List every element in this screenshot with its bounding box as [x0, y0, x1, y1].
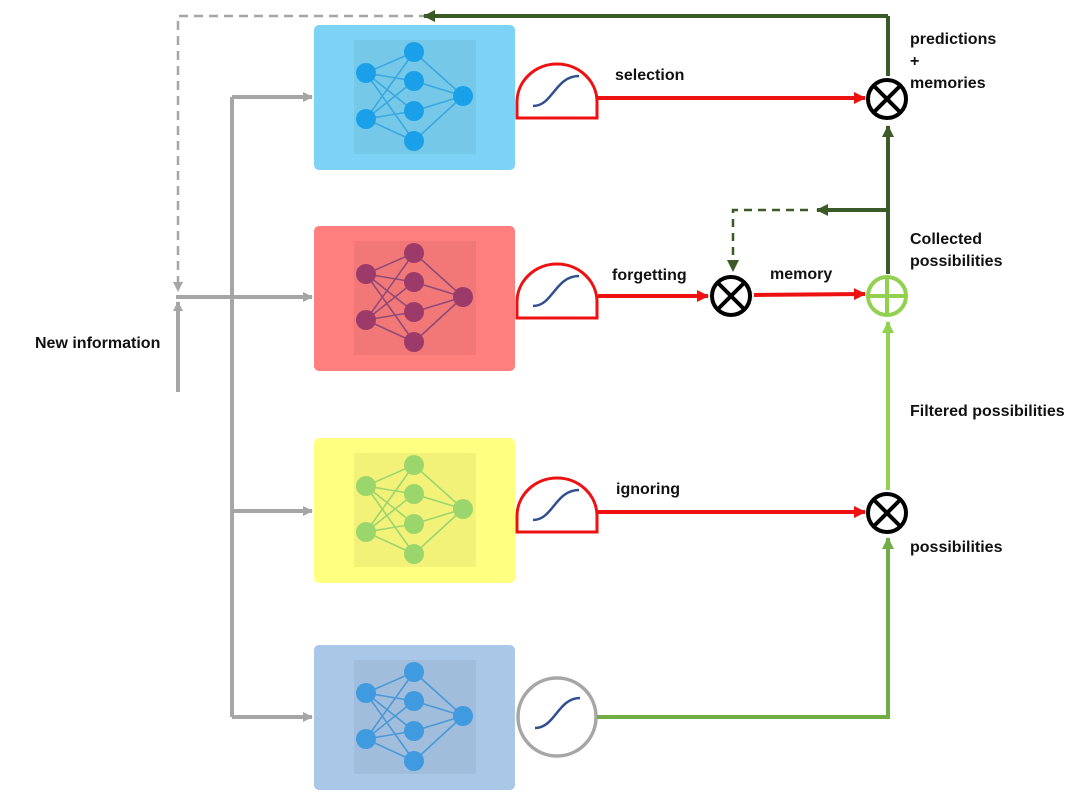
forgetting-label: forgetting	[612, 267, 687, 284]
gate-lines	[598, 92, 866, 518]
network-node	[356, 683, 376, 703]
network-edge	[365, 72, 415, 142]
network-edge	[365, 700, 415, 740]
squash-prediction	[516, 676, 598, 758]
multiply-forgetting	[710, 275, 752, 317]
network-node	[453, 287, 473, 307]
network-edge	[413, 296, 464, 343]
network-node	[453, 86, 473, 106]
network-edge	[365, 464, 415, 533]
forgetting-network	[314, 226, 515, 371]
network-edge	[365, 72, 415, 112]
network-node	[404, 484, 424, 504]
ignoring-label: ignoring	[616, 481, 680, 498]
network-edge	[365, 281, 415, 321]
networks-group	[314, 25, 515, 790]
network-edge	[413, 95, 464, 142]
ignoring-network	[314, 438, 515, 583]
network-node	[404, 721, 424, 741]
network-node	[356, 109, 376, 129]
network-edge	[365, 80, 415, 120]
network-node	[404, 662, 424, 682]
network-node	[404, 272, 424, 292]
network-node	[404, 131, 424, 151]
network-edge	[413, 252, 464, 298]
network-node	[404, 332, 424, 352]
squash-selection	[515, 62, 599, 120]
add-collected	[866, 275, 908, 317]
possibilities-label: possibilities	[910, 539, 1003, 556]
squash-forgetting	[515, 262, 599, 320]
network-node	[404, 544, 424, 564]
network-edge	[365, 273, 415, 313]
sigmoid-curve-icon	[532, 274, 580, 308]
squash-prediction-icon	[516, 676, 598, 758]
network-node	[356, 264, 376, 284]
network-node	[453, 706, 473, 726]
network-edge	[413, 715, 464, 762]
new-information-label: New information	[35, 335, 160, 352]
network-node	[404, 71, 424, 91]
sigmoid-curve-icon	[532, 488, 580, 522]
network-edge	[413, 464, 464, 510]
prediction-network-box	[314, 645, 515, 790]
memories-label: memories	[910, 75, 986, 92]
memory-arrow	[753, 288, 866, 301]
network-edge	[365, 485, 415, 555]
network-node	[404, 243, 424, 263]
network-edge	[365, 692, 415, 732]
network-node	[453, 499, 473, 519]
plus-label: +	[910, 53, 919, 70]
feedback-dashed-gray-line	[173, 14, 428, 292]
selection-label: selection	[615, 67, 684, 84]
network-edge	[413, 51, 464, 97]
network-edge	[365, 273, 415, 343]
network-node	[404, 514, 424, 534]
network-edge	[365, 252, 415, 321]
squash-ignoring	[515, 476, 599, 534]
filtered-possibilities-label: Filtered possibilities	[910, 403, 1065, 420]
selection-network	[314, 25, 515, 170]
network-edge	[365, 485, 415, 525]
multiply-ignoring	[866, 492, 908, 534]
input-wiring	[173, 92, 313, 722]
network-node	[356, 63, 376, 83]
squash-selection-icon	[515, 62, 599, 120]
predictions-label: predictions	[910, 31, 996, 48]
network-node	[404, 302, 424, 322]
collected-label-line1: Collected	[910, 231, 982, 248]
network-edge	[365, 692, 415, 762]
network-edge	[413, 671, 464, 717]
collected-label-line2: possibilities	[910, 253, 1003, 270]
memory-label: memory	[770, 266, 832, 283]
selection-network-box	[314, 25, 515, 170]
forgetting-network-box	[314, 226, 515, 371]
prediction-to-ignoring-line	[597, 537, 894, 719]
ignoring-network-box	[314, 438, 515, 583]
network-node	[356, 476, 376, 496]
network-node	[404, 101, 424, 121]
squash-ignoring-icon	[515, 476, 599, 534]
sigmoid-curve-icon	[532, 74, 580, 108]
network-edge	[413, 508, 464, 555]
prediction-network	[314, 645, 515, 790]
memory-feedback-dashed-line	[727, 208, 808, 272]
network-node	[404, 691, 424, 711]
network-node	[356, 522, 376, 542]
sigmoid-curve-icon	[534, 696, 581, 730]
multiply-selection	[866, 78, 908, 120]
network-edge	[365, 493, 415, 533]
network-node	[404, 42, 424, 62]
network-node	[356, 310, 376, 330]
network-node	[404, 751, 424, 771]
network-node	[356, 729, 376, 749]
network-node	[404, 455, 424, 475]
squash-forgetting-icon	[515, 262, 599, 320]
network-edge	[365, 51, 415, 120]
network-edge	[365, 671, 415, 740]
